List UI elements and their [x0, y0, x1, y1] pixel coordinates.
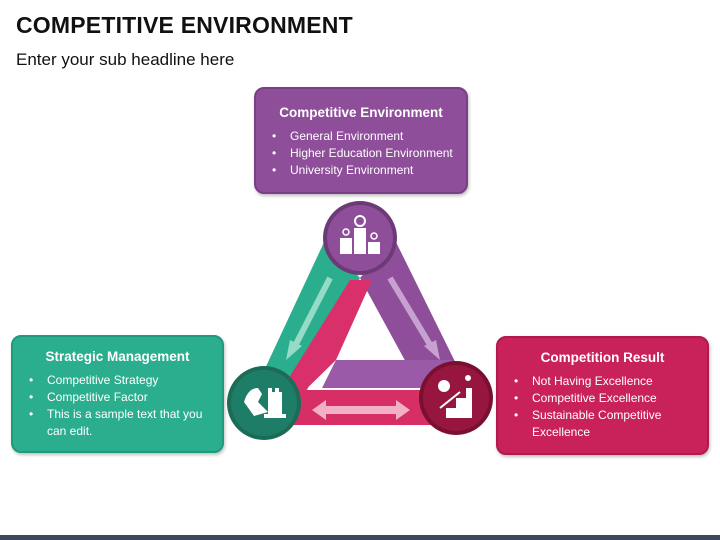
bullet-list: General Environment Higher Education Env… — [268, 128, 454, 179]
competition-result-box: Competition Result Not Having Excellence… — [496, 336, 709, 455]
page-subtitle: Enter your sub headline here — [16, 50, 235, 69]
crimson-inner-band — [272, 280, 372, 405]
chess-icon — [227, 366, 301, 440]
trophy-growth-icon — [419, 361, 493, 435]
bullet-list: Not Having Excellence Competitive Excell… — [510, 373, 695, 441]
list-item: Not Having Excellence — [514, 373, 695, 390]
strategic-management-box: Strategic Management Competitive Strateg… — [11, 335, 224, 453]
list-item: Competitive Strategy — [29, 372, 210, 389]
bottom-bar — [0, 535, 720, 540]
podium-icon — [323, 201, 397, 275]
box-title: Strategic Management — [45, 349, 190, 364]
list-item: Sustainable Competitive Excellence — [514, 407, 695, 441]
list-item: Competitive Factor — [29, 389, 210, 406]
bullet-list: Competitive Strategy Competitive Factor … — [25, 372, 210, 440]
list-item: General Environment — [272, 128, 454, 145]
arrow-teal — [286, 276, 333, 360]
list-item: This is a sample text that you can edit. — [29, 406, 210, 440]
list-item: Higher Education Environment — [272, 145, 454, 162]
list-item: Competitive Excellence — [514, 390, 695, 407]
page-title: COMPETITIVE ENVIRONMENT — [16, 12, 353, 38]
arrow-purple — [387, 276, 440, 360]
box-title: Competition Result — [540, 350, 665, 365]
list-item: University Environment — [272, 162, 454, 179]
competitive-environment-box: Competitive Environment General Environm… — [254, 87, 468, 194]
arrow-double-horizontal — [312, 400, 410, 420]
box-title: Competitive Environment — [279, 105, 443, 120]
